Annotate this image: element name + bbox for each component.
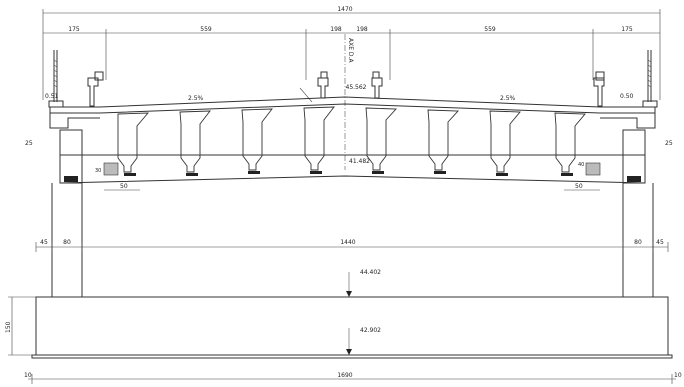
- barrier-left: [87, 71, 104, 107]
- segment-label-6: 175: [621, 26, 633, 33]
- mid-right-a: 45: [656, 239, 664, 246]
- mid-left-a: 45: [40, 239, 48, 246]
- road-crown-elevation: 45.562: [346, 84, 367, 91]
- slab-right-label: 0.50: [620, 93, 634, 100]
- cross-slope-left: 2.5%: [188, 95, 204, 102]
- girder-2: [179, 110, 211, 176]
- segment-label-5: 559: [484, 26, 496, 33]
- mid-left-b: 80: [63, 239, 71, 246]
- bearing-block-right-height: 40: [578, 162, 584, 168]
- segment-label-1: 175: [68, 26, 80, 33]
- girders: 41.482: [117, 106, 586, 176]
- barrier-right: [593, 71, 605, 107]
- bearing-block-left-width: 50: [120, 183, 128, 190]
- girder-1: [117, 112, 149, 176]
- girder-bottom-elevation: 41.482: [349, 158, 370, 165]
- girder-7: [489, 110, 521, 176]
- pier-cap: 50 50 30 40: [59, 129, 646, 191]
- pier-columns: [51, 183, 654, 297]
- mid-span: 1440: [340, 239, 355, 246]
- slab-left-label: 0.51: [45, 93, 59, 100]
- overall-width-label: 1470: [337, 6, 352, 13]
- deck-edge-left-label: 25: [25, 140, 33, 147]
- girder-5: [365, 107, 397, 174]
- bearing-block-right-width: 50: [575, 183, 583, 190]
- centerline-axis: AXE D.A: [344, 34, 354, 170]
- mid-dimension-chain: 45 80 1440 80 45: [35, 239, 669, 252]
- footing-width: 1690: [337, 372, 352, 379]
- cross-slope-right: 2.5%: [500, 95, 516, 102]
- axis-label: AXE D.A: [347, 38, 354, 63]
- footing-right-offset: 10: [674, 372, 682, 379]
- footing: 44.402 42.902 150 1690 10 10: [5, 269, 682, 384]
- girder-3: [241, 108, 273, 174]
- girder-4: [303, 106, 335, 174]
- girder-8: [554, 112, 586, 176]
- bearing-block-left-height: 30: [95, 168, 101, 174]
- mid-right-b: 80: [634, 239, 642, 246]
- deck-slab: 0.51 0.50 2.5% 2.5% 25 25: [25, 93, 673, 147]
- top-dimension-chain: 1470 175 559 198 198 559 175: [42, 6, 661, 100]
- segment-label-3: 198: [330, 26, 342, 33]
- footing-height: 150: [5, 321, 12, 333]
- segment-label-2: 559: [200, 26, 212, 33]
- girder-6: [427, 109, 459, 174]
- footing-left-offset: 10: [24, 372, 32, 379]
- lighting-pole-right: [642, 50, 658, 108]
- footing-top-elevation: 44.402: [360, 269, 381, 276]
- segment-label-4: 198: [356, 26, 368, 33]
- deck-edge-right-label: 25: [665, 140, 673, 147]
- footing-bottom-elevation: 42.902: [360, 327, 381, 334]
